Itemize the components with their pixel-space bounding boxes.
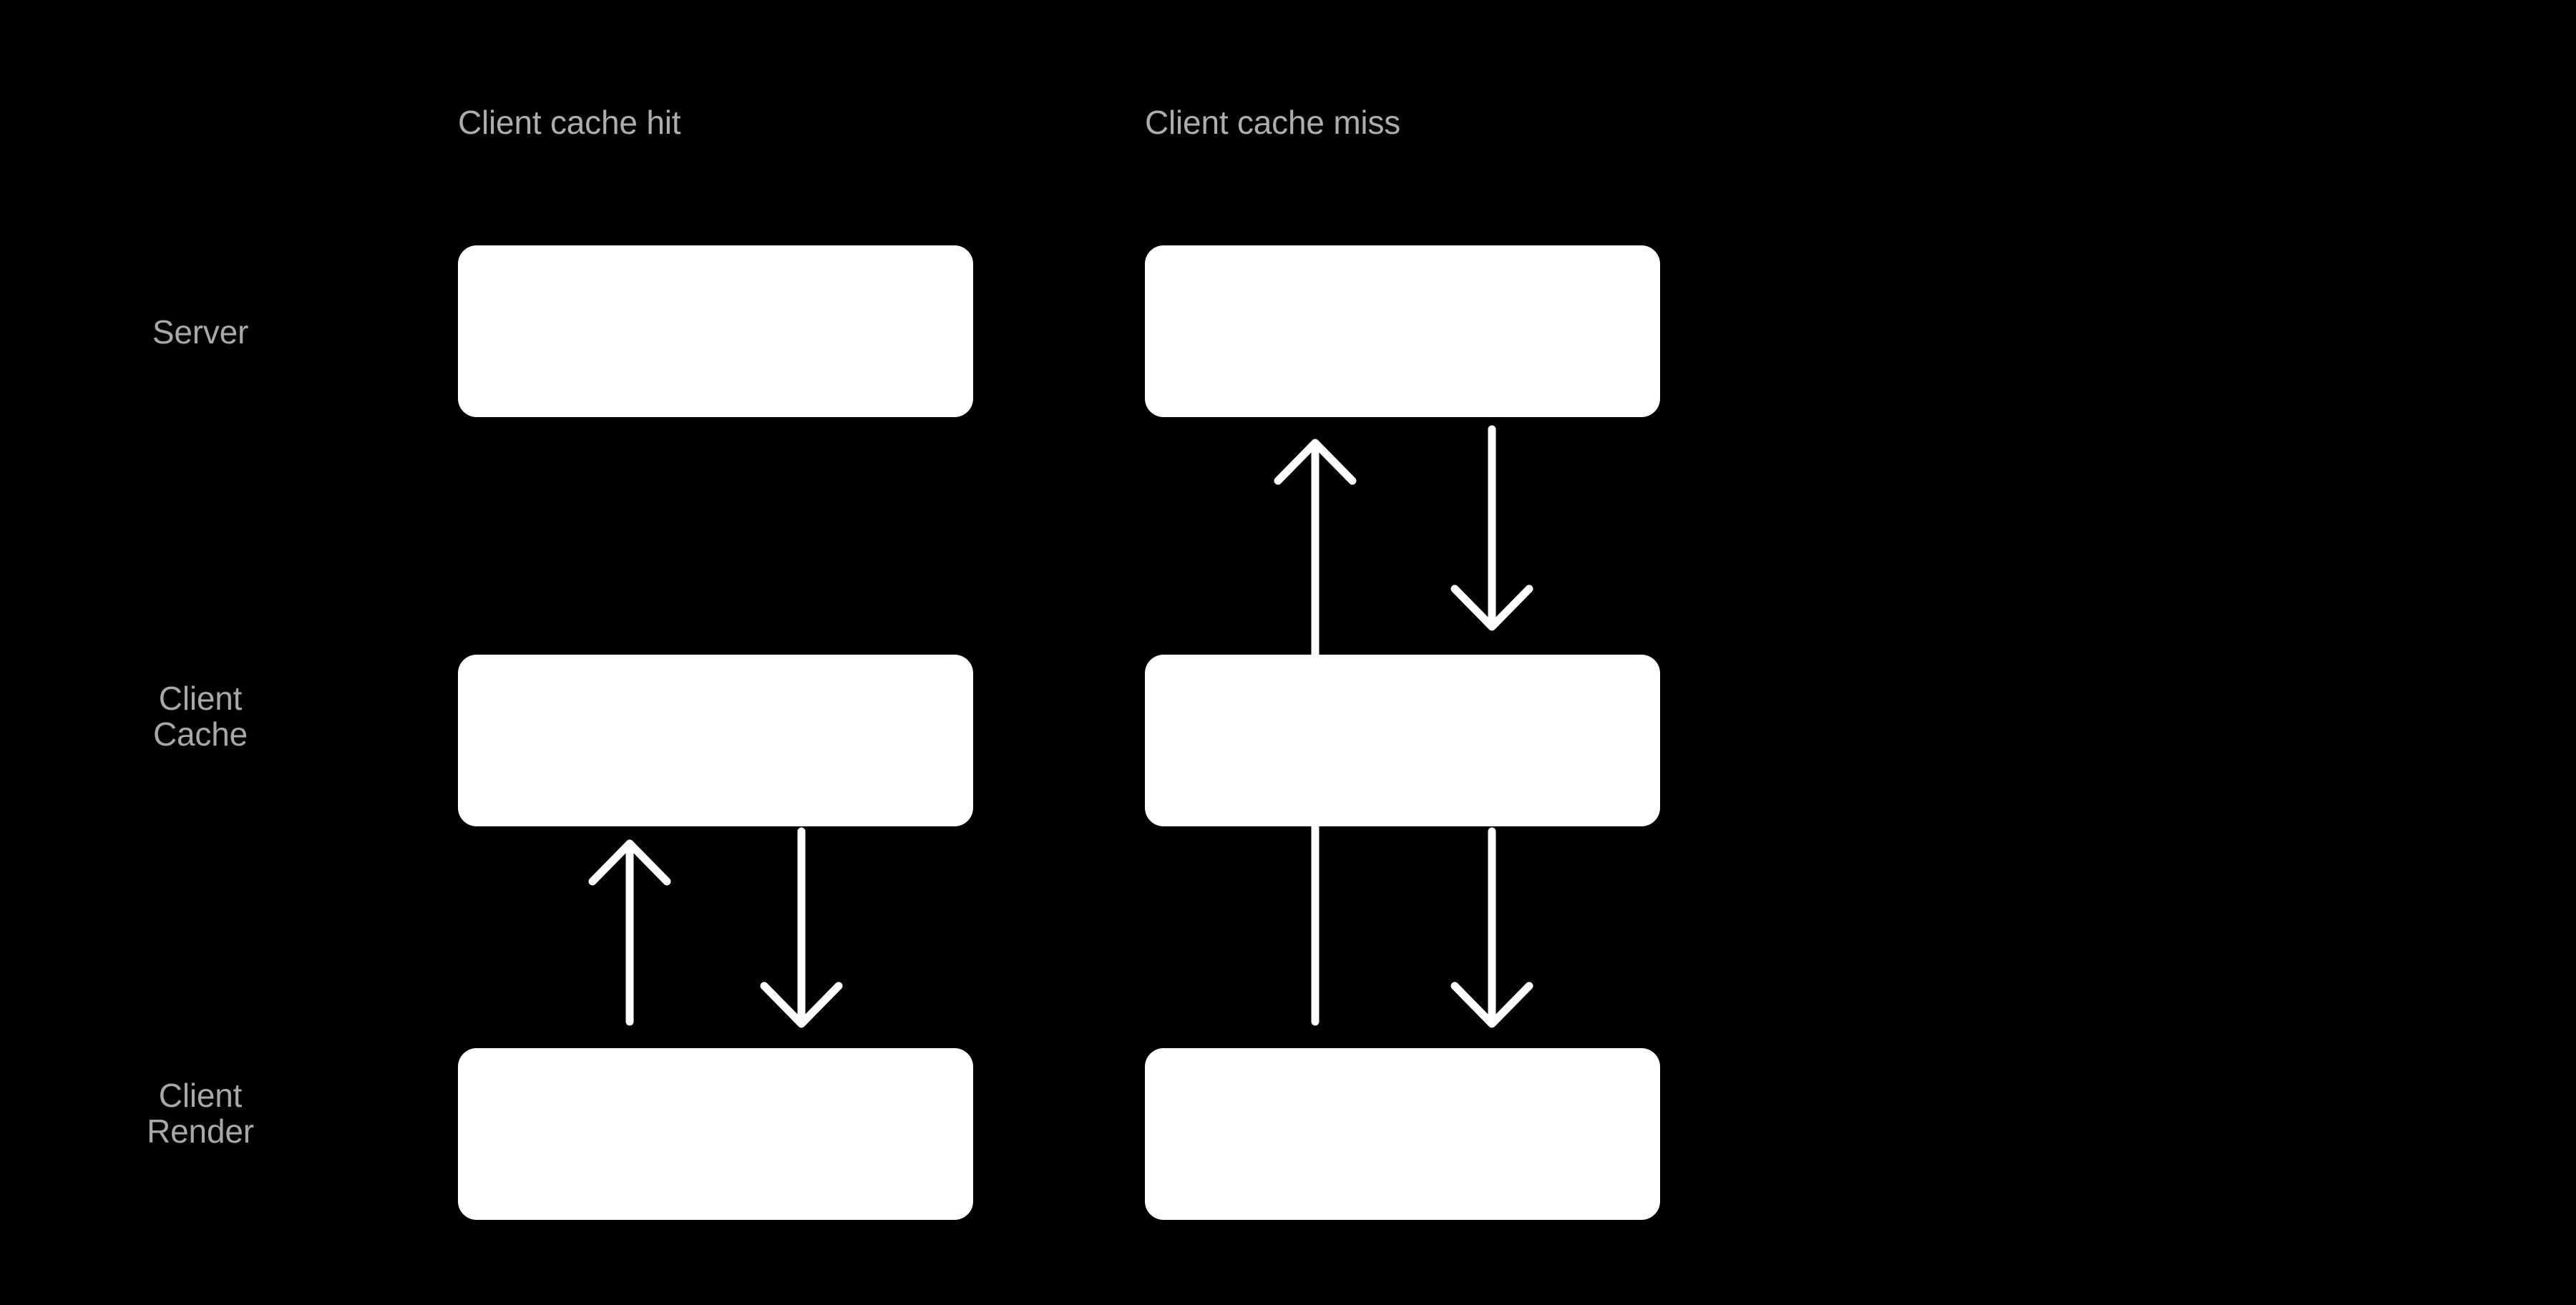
row-label-server: Server	[0, 313, 401, 351]
arrow-head-up	[1274, 439, 1357, 485]
arrow-hit-cache-to-render	[760, 827, 843, 1028]
arrow-head-down	[1450, 982, 1533, 1028]
arrow-head-up	[588, 839, 671, 886]
arrow-miss-cache-to-render	[1450, 827, 1533, 1028]
node-box-miss-client-render[interactable]	[1145, 1048, 1660, 1220]
row-label-client-cache: Client Cache	[0, 680, 401, 753]
arrow-head-down	[1450, 585, 1533, 631]
arrow-hit-render-to-cache	[588, 839, 671, 1026]
arrow-miss-server-to-cache	[1450, 425, 1533, 631]
row-label-client-cache-line1: Client	[158, 680, 243, 717]
row-label-client-render: Client Render	[0, 1077, 401, 1150]
column-header-cache-miss: Client cache miss	[1145, 104, 1401, 141]
column-header-cache-hit: Client cache hit	[458, 104, 681, 141]
node-box-hit-server[interactable]	[458, 245, 973, 417]
node-box-hit-client-render[interactable]	[458, 1048, 973, 1220]
row-label-client-render-line2: Render	[147, 1112, 254, 1150]
row-label-client-render-line1: Client	[158, 1077, 243, 1114]
node-box-miss-client-cache[interactable]	[1145, 655, 1660, 826]
row-label-server-line1: Server	[152, 313, 249, 351]
row-label-client-cache-line2: Cache	[153, 715, 248, 753]
node-box-hit-client-cache[interactable]	[458, 655, 973, 826]
arrow-head-down	[760, 982, 843, 1028]
node-box-miss-server[interactable]	[1145, 245, 1660, 417]
